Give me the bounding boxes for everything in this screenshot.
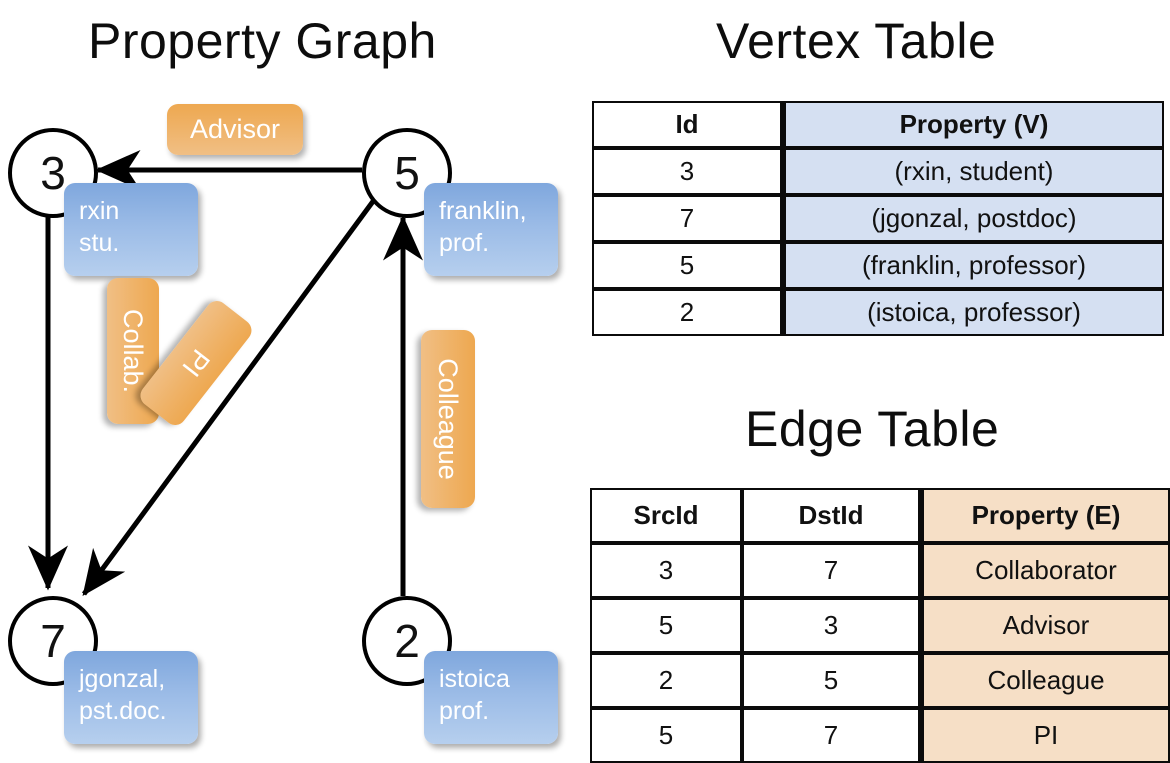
vertex-table-header-row: Id Property (V) bbox=[592, 101, 1164, 148]
edge-cell-property: Advisor bbox=[920, 598, 1170, 653]
edge-label-advisor: Advisor bbox=[189, 114, 281, 144]
graph-node-5-label: 5 bbox=[394, 147, 420, 199]
graph-edges-svg bbox=[28, 150, 423, 597]
edge-cell-dst: 3 bbox=[742, 598, 920, 653]
table-row[interactable]: 5 (franklin, professor) bbox=[592, 242, 1164, 289]
edge-table-header-dstid: DstId bbox=[742, 488, 920, 543]
table-row[interactable]: 7 (jgonzal, postdoc) bbox=[592, 195, 1164, 242]
edge-table-header-property: Property (E) bbox=[920, 488, 1170, 543]
vertex-table: Id Property (V) 3 (rxin, student) 7 (jgo… bbox=[592, 101, 1164, 336]
vertex-property-3-line1: rxin bbox=[79, 197, 120, 225]
vertex-property-2-line1: istoica bbox=[439, 665, 510, 693]
edge-label-colleague: Colleague bbox=[433, 358, 464, 480]
graph-node-2-label: 2 bbox=[394, 615, 420, 667]
table-row[interactable]: 2 5 Colleague bbox=[590, 653, 1170, 708]
edge-cell-src: 5 bbox=[590, 708, 742, 763]
vertex-cell-property: (istoica, professor) bbox=[782, 289, 1164, 336]
vertex-property-5-line1: franklin, bbox=[439, 197, 527, 225]
edge-cell-src: 3 bbox=[590, 543, 742, 598]
vertex-property-3-line2: stu. bbox=[79, 229, 120, 257]
vertex-cell-property: (jgonzal, postdoc) bbox=[782, 195, 1164, 242]
table-row[interactable]: 3 (rxin, student) bbox=[592, 148, 1164, 195]
property-graph-title: Property Graph bbox=[88, 13, 437, 69]
graph-node-3-label: 3 bbox=[40, 147, 66, 199]
edge-cell-src: 2 bbox=[590, 653, 742, 708]
vertex-table-header-property: Property (V) bbox=[782, 101, 1164, 148]
edge-cell-dst: 5 bbox=[742, 653, 920, 708]
vertex-cell-property: (franklin, professor) bbox=[782, 242, 1164, 289]
table-row[interactable]: 3 7 Collaborator bbox=[590, 543, 1170, 598]
graph-node-5[interactable]: 5 bbox=[362, 128, 452, 218]
edge-label-pi: PI bbox=[176, 344, 217, 383]
vertex-property-box-7[interactable]: jgonzal, pst.doc. bbox=[64, 651, 198, 744]
graph-node-2[interactable]: 2 bbox=[362, 596, 452, 686]
vertex-property-box-3[interactable]: rxin stu. bbox=[64, 183, 198, 276]
vertex-cell-id: 2 bbox=[592, 289, 782, 336]
edge-cell-dst: 7 bbox=[742, 708, 920, 763]
vertex-property-5-line2: prof. bbox=[439, 229, 490, 257]
edge-label-box-colleague[interactable]: Colleague bbox=[421, 330, 475, 508]
edge-table-header-row: SrcId DstId Property (E) bbox=[590, 488, 1170, 543]
edge-table: SrcId DstId Property (E) 3 7 Collaborato… bbox=[590, 488, 1170, 763]
edge-cell-property: Colleague bbox=[920, 653, 1170, 708]
edge-cell-property: PI bbox=[920, 708, 1170, 763]
vertex-property-7-line1: jgonzal, bbox=[79, 665, 166, 693]
vertex-table-header-id: Id bbox=[592, 101, 782, 148]
vertex-property-7-line2: pst.doc. bbox=[79, 697, 167, 725]
table-row[interactable]: 5 7 PI bbox=[590, 708, 1170, 763]
edge-cell-property: Collaborator bbox=[920, 543, 1170, 598]
vertex-cell-id: 7 bbox=[592, 195, 782, 242]
vertex-property-box-2[interactable]: istoica prof. bbox=[424, 651, 558, 744]
edge-cell-dst: 7 bbox=[742, 543, 920, 598]
edge-table-header-srcid: SrcId bbox=[590, 488, 742, 543]
vertex-cell-property: (rxin, student) bbox=[782, 148, 1164, 195]
vertex-property-box-5[interactable]: franklin, prof. bbox=[424, 183, 558, 276]
edge-label-box-advisor[interactable]: Advisor bbox=[167, 104, 303, 155]
edge-label-collab: Collab. bbox=[118, 308, 149, 394]
graph-node-7-label: 7 bbox=[40, 615, 66, 667]
edge-cell-src: 5 bbox=[590, 598, 742, 653]
edge-5-to-7 bbox=[81, 198, 377, 597]
vertex-cell-id: 5 bbox=[592, 242, 782, 289]
table-row[interactable]: 5 3 Advisor bbox=[590, 598, 1170, 653]
vertex-property-2-line2: prof. bbox=[439, 697, 490, 725]
vertex-cell-id: 3 bbox=[592, 148, 782, 195]
vertex-table-title: Vertex Table bbox=[716, 13, 997, 69]
table-row[interactable]: 2 (istoica, professor) bbox=[592, 289, 1164, 336]
edge-table-title: Edge Table bbox=[745, 401, 1000, 457]
